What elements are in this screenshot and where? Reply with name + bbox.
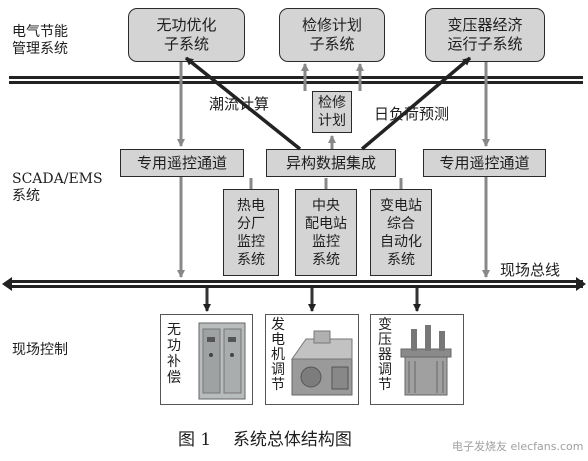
reactive-compensation-panel [160, 314, 253, 405]
generator-regulation-panel [265, 314, 359, 405]
watermark: 电子发烧友 elecfans.com [452, 440, 584, 453]
generator-icon [291, 330, 353, 396]
field-layer-label: 现场控制 [12, 342, 68, 358]
transformer-icon [400, 325, 452, 396]
thermal-plant-monitor-box: 热电 分厂 监控 系统 [223, 189, 279, 276]
transformer-economic-box: 变压器经济 运行子系统 [425, 8, 545, 62]
arrow-integration-to-reactive [184, 56, 302, 151]
maintenance-plan-box: 检修 计划 [312, 91, 352, 133]
management-layer-label: 电气节能 管理系统 [12, 24, 68, 57]
central-distribution-monitor-box: 中央 配电站 监控 系统 [295, 189, 357, 276]
scada-layer-label: SCADA/EMS 系统 [12, 171, 103, 204]
transformer-regulation-label: 变 压 器 调 节 [378, 317, 392, 393]
transformer-regulation-panel [370, 314, 464, 405]
remote-channel-right-box: 专用遥控通道 [423, 149, 546, 177]
reactive-compensation-label: 无 功 补 偿 [167, 322, 181, 386]
maintenance-plan-subsystem-box: 检修计划 子系统 [279, 8, 385, 62]
substation-automation-box: 变电站 综合 自动化 系统 [370, 189, 432, 276]
load-forecast-label: 日负荷预测 [374, 105, 450, 123]
capacitor-cabinet-icon [198, 322, 246, 400]
heterogeneous-data-integration-box: 异构数据集成 [266, 149, 396, 177]
field-bus-label: 现场总线 [500, 261, 561, 279]
flow-calculation-label: 潮流计算 [209, 95, 270, 113]
arrow-integration-to-transformer [360, 56, 472, 151]
management-bus [9, 76, 583, 84]
field-bus [9, 280, 583, 288]
generator-regulation-label: 发 电 机 调 节 [271, 317, 285, 393]
reactive-optimization-box: 无功优化 子系统 [128, 8, 245, 62]
remote-channel-left-box: 专用遥控通道 [120, 149, 244, 177]
field-bus-arrow-right [576, 277, 586, 291]
field-bus-arrow-left [2, 277, 12, 291]
figure-caption: 图 1 系统总体结构图 [178, 430, 352, 450]
